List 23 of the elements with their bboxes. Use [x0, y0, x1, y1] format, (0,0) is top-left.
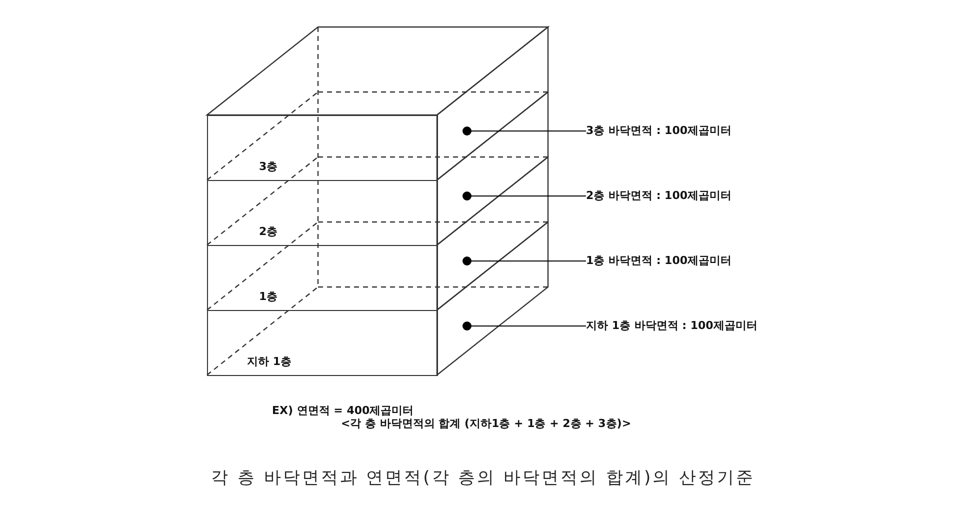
floor-front-face — [207, 310, 438, 376]
area-label: 1층 바닥면적 : 100제곱미터 — [586, 254, 732, 268]
area-label: 3층 바닥면적 : 100제곱미터 — [586, 124, 732, 138]
floor-side-face — [436, 220, 549, 376]
floor-side-face — [436, 156, 549, 312]
floor-side-face — [436, 26, 549, 182]
floor-front-face — [207, 245, 438, 311]
leader-line — [462, 126, 586, 136]
leader-line — [462, 256, 586, 266]
floor-label: 지하 1층 — [247, 354, 292, 369]
caption: 각 층 바닥면적과 연면적(각 층의 바닥면적의 합계)의 산정기준 — [210, 467, 756, 489]
area-label: 2층 바닥면적 : 100제곱미터 — [586, 189, 732, 203]
leader-line — [462, 192, 586, 200]
floor-label: 2층 — [259, 224, 278, 239]
floor-front-face — [207, 180, 438, 246]
floor-label: 3층 — [259, 159, 278, 174]
leader-line — [462, 322, 586, 330]
note-text: <각 층 바닥면적의 합계 (지하1층 + 1층 + 2층 + 3층)> — [341, 417, 632, 430]
floor-label: 1층 — [259, 289, 278, 304]
note-text: EX) 연면적 = 400제곱미터 — [272, 404, 414, 417]
area-label: 지하 1층 바닥면적 : 100제곱미터 — [586, 319, 758, 333]
floor-side-face — [436, 90, 549, 246]
floor-front-face — [207, 115, 438, 181]
